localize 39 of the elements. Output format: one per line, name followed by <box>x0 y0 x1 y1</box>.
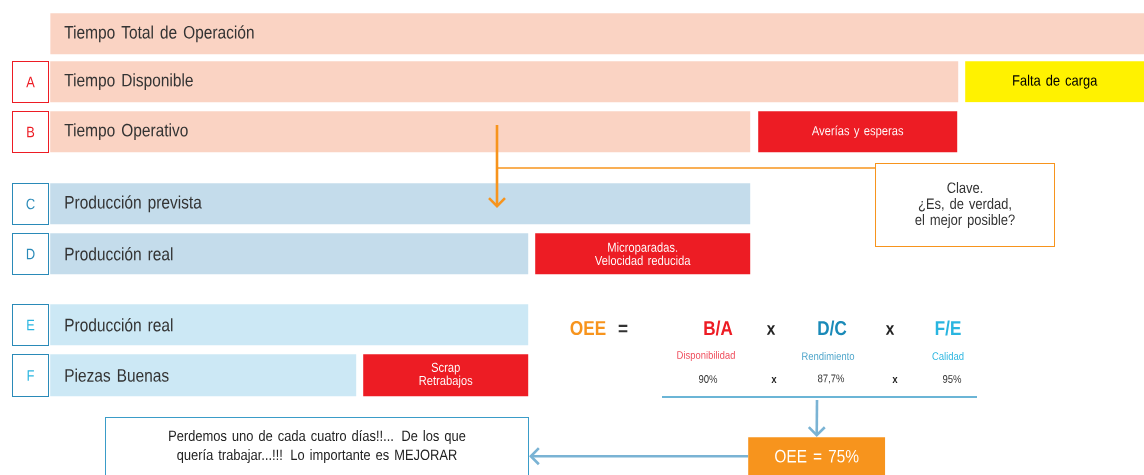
arrow <box>807 400 826 437</box>
formula-term: D/C <box>818 320 847 336</box>
arrow <box>488 125 506 208</box>
loss-box: Averías y esperas <box>758 111 958 153</box>
factor-value: 95% <box>943 375 962 383</box>
letter-box: E <box>12 304 49 346</box>
letter-box: F <box>12 354 49 397</box>
factor-value: 87,7% <box>818 374 845 384</box>
leader-line <box>496 167 876 169</box>
time-bar: Producción real <box>50 233 529 275</box>
note-box: Perdemos uno de cada cuatro días!!... De los que quería trabajar...!!! Lo importante es MEJORAR <box>105 417 529 475</box>
letter-box: A <box>12 61 49 103</box>
formula-term: OEE <box>570 320 606 336</box>
formula-term: x <box>766 325 776 335</box>
callout-box: Clave. ¿Es, de verdad, el mejor posible? <box>875 163 1055 247</box>
formula-term: F/E <box>935 320 961 336</box>
letter-box: B <box>12 111 49 153</box>
factor-value: x <box>892 377 898 383</box>
time-bar: Piezas Buenas <box>50 354 357 397</box>
formula-term: = <box>618 324 628 333</box>
letter-box: D <box>12 233 49 275</box>
letter-box: C <box>12 183 49 225</box>
loss-box: Scrap Retrabajos <box>363 354 529 397</box>
factor-name: Calidad <box>932 351 964 361</box>
formula-term: B/A <box>704 320 733 336</box>
loss-box: Microparadas. Velocidad reducida <box>535 233 751 275</box>
time-bar: Tiempo Operativo <box>50 111 751 153</box>
time-bar: Tiempo Disponible <box>50 61 959 103</box>
time-bar: Tiempo Total de Operación <box>50 13 1144 55</box>
result-box: OEE = 75% <box>748 437 886 475</box>
loss-box: Falta de carga <box>965 61 1144 103</box>
factor-name: Rendimiento <box>802 351 855 361</box>
formula-term: x <box>885 325 895 335</box>
factor-value: x <box>771 377 777 383</box>
time-bar: Producción prevista <box>50 183 751 225</box>
time-bar: Producción real <box>50 304 529 346</box>
factor-name: Disponibilidad <box>677 350 735 362</box>
arrow <box>529 447 748 466</box>
factor-value: 90% <box>699 375 718 383</box>
